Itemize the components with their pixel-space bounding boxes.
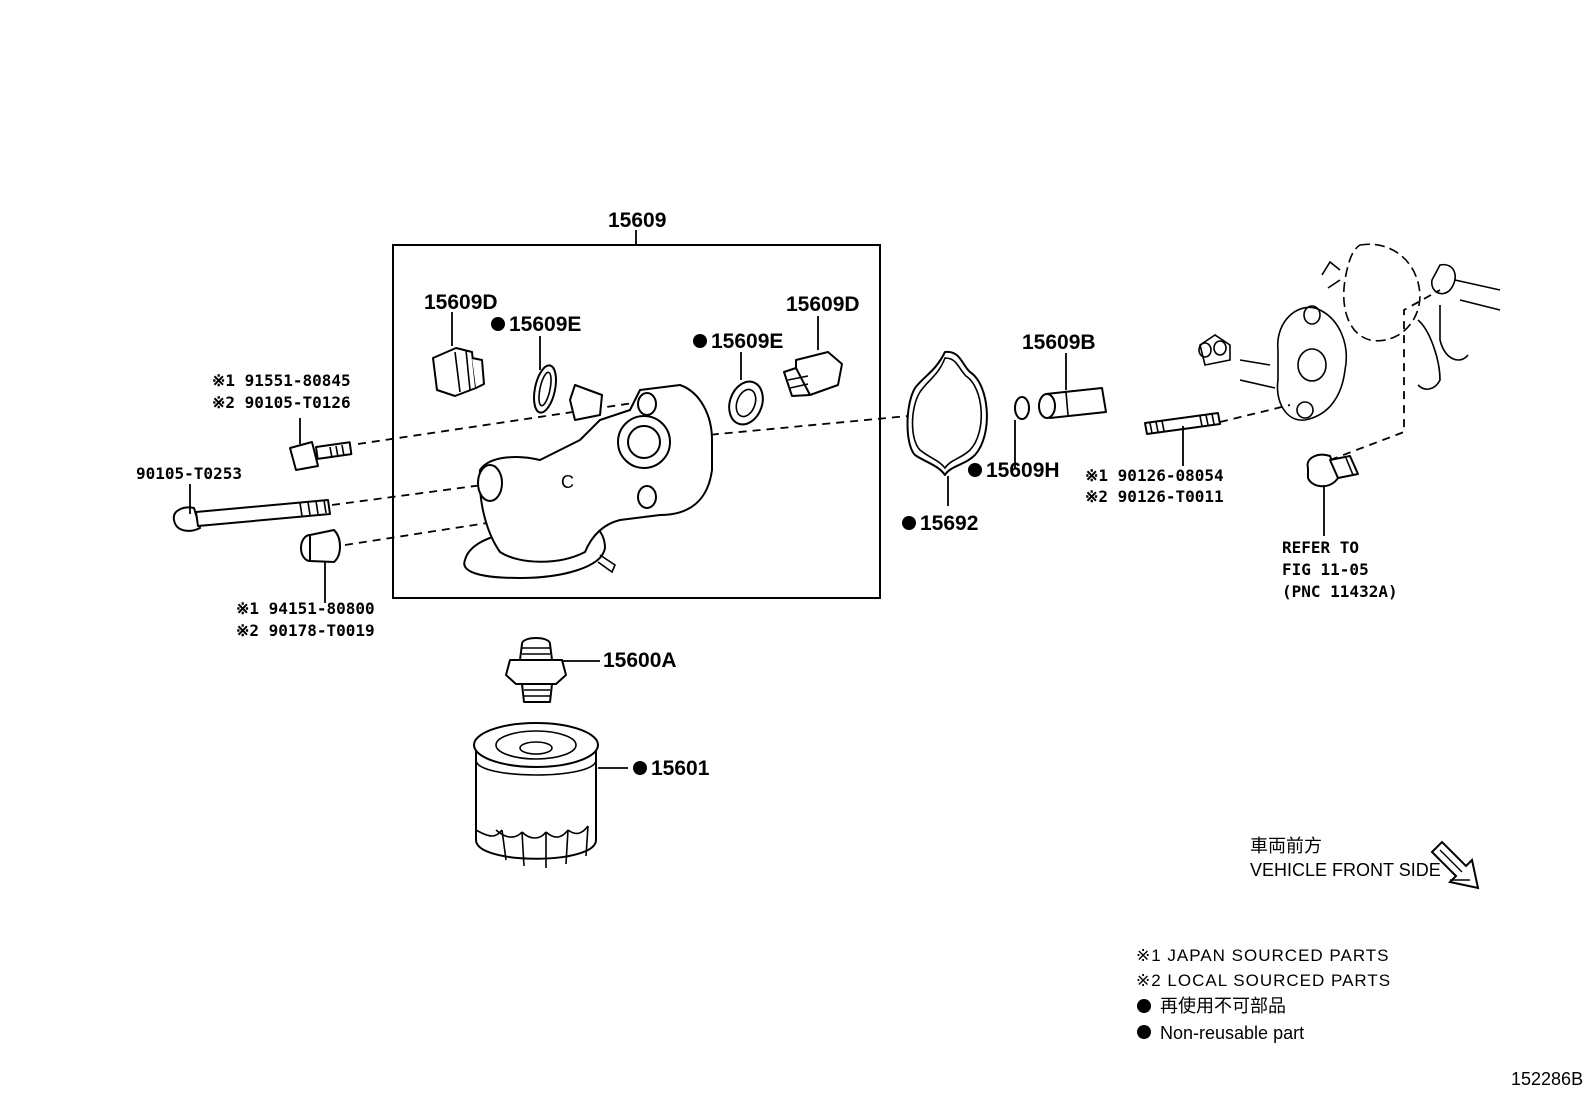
front-arrow-icon: [1430, 840, 1480, 890]
oil-filter: [473, 722, 599, 868]
legend-local: ※2 LOCAL SOURCED PARTS: [1136, 971, 1391, 990]
engine-block-outline: [1198, 243, 1501, 421]
pipe: [1038, 387, 1107, 419]
bolt-long: [172, 499, 331, 532]
nonreuse-dot: [633, 761, 647, 775]
label-stud-local: ※2 90126-T0011: [1085, 487, 1224, 506]
label-plug-right: 15609D: [786, 293, 860, 316]
refer-line-1: REFER TO: [1282, 538, 1359, 557]
drain-plug-right: [783, 351, 843, 397]
label-gasket-right: 15609E: [711, 330, 783, 353]
gasket-left: [533, 364, 557, 414]
nonreuse-dot: [693, 334, 707, 348]
union-bolt: [505, 637, 567, 703]
nonreuse-dot: [491, 317, 505, 331]
bolt-upper: [289, 441, 353, 471]
housing-gasket: [906, 350, 988, 476]
small-gasket: [1014, 396, 1030, 420]
label-pipe: 15609B: [1022, 331, 1096, 354]
nonreuse-dot: [1137, 1025, 1151, 1039]
label-union: 15600A: [603, 649, 677, 672]
label-small-gasket: 15609H: [986, 459, 1060, 482]
legend-nonreuse-en: Non-reusable part: [1160, 1023, 1304, 1043]
figure-id: 152286B: [1511, 1069, 1583, 1089]
refer-line-2: FIG 11-05: [1282, 560, 1369, 579]
label-collar-local: ※2 90178-T0019: [236, 621, 375, 640]
label-collar-japan: ※1 94151-80800: [236, 599, 375, 618]
label-assembly: 15609: [608, 209, 666, 232]
label-housing-gasket: 15692: [920, 512, 978, 535]
label-stud-japan: ※1 90126-08054: [1085, 466, 1224, 485]
legend-nonreuse-jp: 再使用不可部品: [1160, 996, 1286, 1016]
label-plug-left: 15609D: [424, 291, 498, 314]
direction-jp: 車両前方: [1250, 836, 1322, 856]
nonreuse-dot: [902, 516, 916, 530]
gasket-right: [728, 380, 764, 426]
label-bolt-long: 90105-T0253: [136, 464, 242, 483]
label-bolt-upper-local: ※2 90105-T0126: [212, 393, 351, 412]
drain-plug-left: [432, 347, 485, 397]
stud-bolt: [1144, 412, 1221, 435]
oil-filter-housing: C: [463, 384, 713, 579]
label-bolt-upper-japan: ※1 91551-80845: [212, 371, 351, 390]
legend-japan: ※1 JAPAN SOURCED PARTS: [1136, 946, 1390, 965]
label-gasket-left: 15609E: [509, 313, 581, 336]
drain-plug-refer: [1306, 453, 1359, 488]
direction-en: VEHICLE FRONT SIDE: [1250, 860, 1441, 880]
nonreuse-dot: [1137, 999, 1151, 1013]
svg-text:C: C: [561, 472, 574, 492]
nonreuse-dot: [968, 463, 982, 477]
collar: [300, 529, 341, 563]
label-filter: 15601: [651, 757, 710, 780]
refer-line-3: (PNC 11432A): [1282, 582, 1398, 601]
